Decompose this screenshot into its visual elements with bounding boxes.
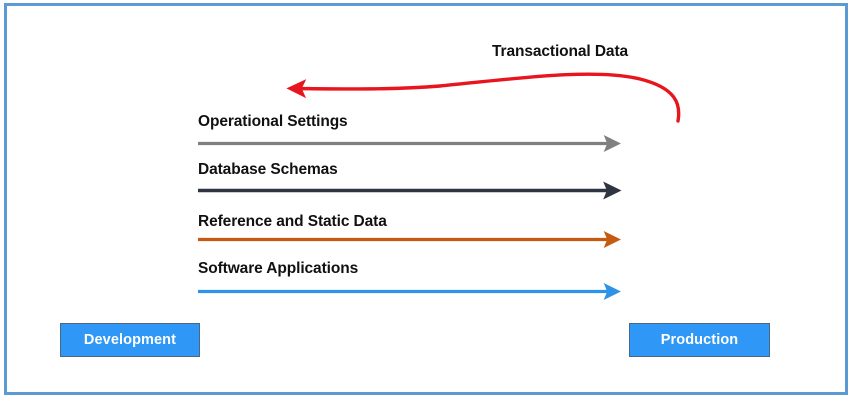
label-reference-and-static-data: Reference and Static Data <box>198 213 387 230</box>
label-database-schemas: Database Schemas <box>198 161 338 178</box>
label-transactional-data: Transactional Data <box>492 43 629 60</box>
environment-label-production: Production <box>660 332 739 348</box>
arrow-transactional-data <box>286 72 681 123</box>
environment-label-development: Development <box>83 332 177 348</box>
label-software-applications: Software Applications <box>198 260 359 277</box>
environment-box-production[interactable]: Production <box>629 323 770 357</box>
label-operational-settings: Operational Settings <box>198 113 348 130</box>
environment-box-development[interactable]: Development <box>60 323 200 357</box>
